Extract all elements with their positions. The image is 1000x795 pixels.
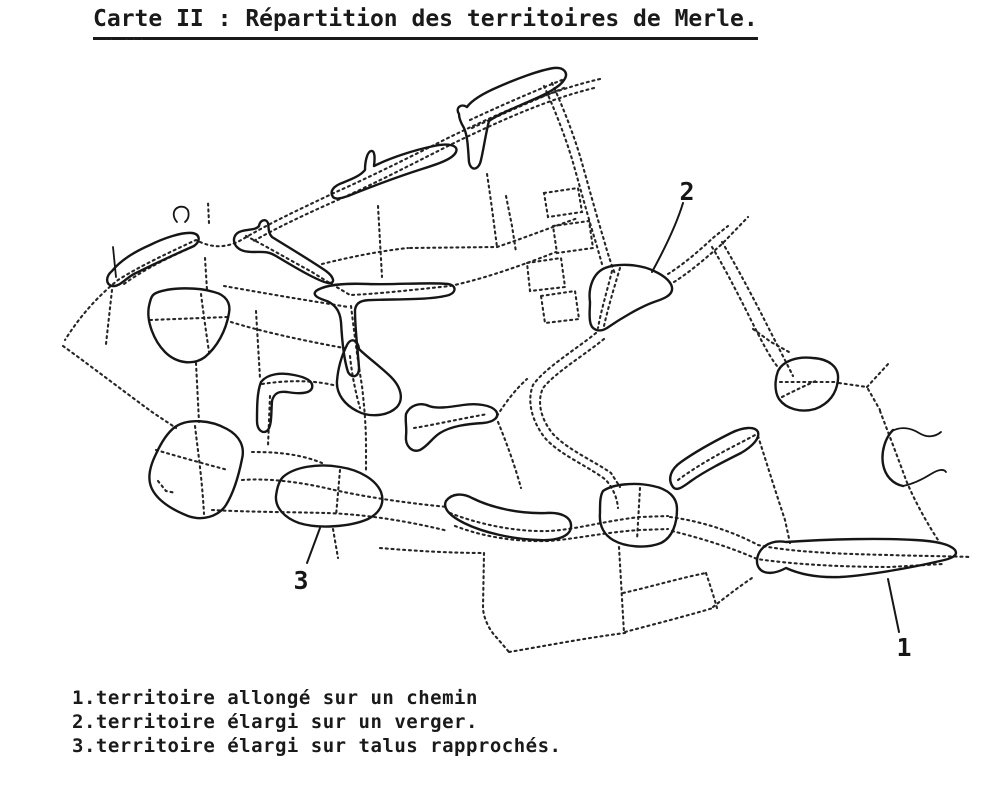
territory-outline <box>456 66 568 170</box>
legend-item: 2.territoire élargi sur un verger. <box>72 711 478 733</box>
territory-1-outline <box>755 537 958 579</box>
territory-outline <box>105 231 200 288</box>
territory-2-outline <box>588 263 674 332</box>
legend-item: 1.territoire allongé sur un chemin <box>72 687 478 709</box>
territory-outline <box>774 356 840 412</box>
territory-outline <box>313 282 456 378</box>
territory-outline <box>404 403 499 452</box>
territory-3-outline <box>274 464 384 528</box>
annotation-leader-line <box>887 578 900 633</box>
annotation-number: 1 <box>896 633 911 662</box>
territory-outline <box>147 287 231 364</box>
annotation-leader-line <box>651 202 684 273</box>
annotation-number: 3 <box>293 566 308 595</box>
territory-outline <box>443 493 573 542</box>
legend: 1.territoire allongé sur un chemin 2.ter… <box>72 686 562 758</box>
annotation-leader-line <box>306 527 321 564</box>
territory-outline <box>902 469 947 487</box>
territory-outline <box>255 372 314 434</box>
territory-outline <box>148 420 244 520</box>
territory-outline <box>598 482 679 548</box>
territory-outline <box>881 428 905 488</box>
legend-item: 3.territoire élargi sur talus rapprochés… <box>72 735 562 757</box>
scan-artifact-marks: · ··· <box>108 33 147 46</box>
map-title: Carte II : Répartition des territoires d… <box>93 6 758 40</box>
territory-outlines <box>105 66 958 579</box>
annotation-number: 2 <box>679 177 694 206</box>
territory-outline <box>112 246 117 278</box>
annotations: 1 2 3 <box>293 177 911 662</box>
territory-outline <box>172 205 190 223</box>
territory-outline <box>335 339 403 417</box>
territory-outline <box>330 143 458 200</box>
territory-outline <box>232 218 335 285</box>
territory-outline <box>669 426 760 491</box>
territory-outline <box>891 427 942 438</box>
